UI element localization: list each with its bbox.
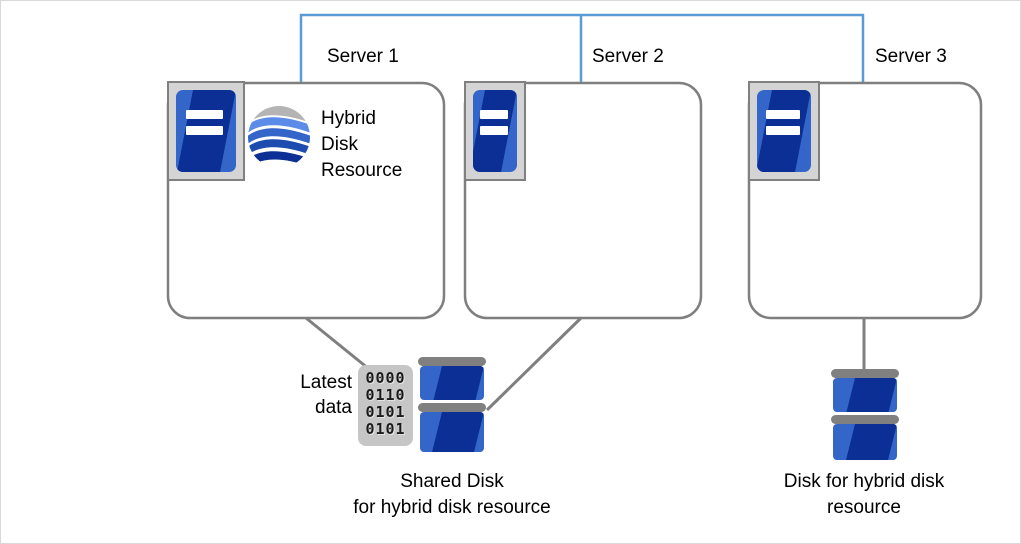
hybrid-disk-caption-line-1: Disk for hybrid disk — [783, 471, 945, 492]
shared-disk-caption-line-2: for hybrid disk resource — [353, 497, 551, 518]
hybrid-disk-resource-label-line-1: Hybrid — [321, 108, 376, 129]
disk-block-lower — [833, 424, 897, 460]
latest-data-label: Latest data — [254, 370, 352, 420]
server-tower-icon — [167, 81, 245, 181]
latest-data-label-line-2: data — [315, 397, 352, 418]
server-2-label: Server 2 — [592, 46, 664, 67]
binary-row: 0101 — [365, 420, 406, 438]
server-tower-icon — [464, 81, 526, 181]
hybrid-disk-caption-line-2: resource — [827, 497, 901, 518]
server-tower-icon-bar-top — [480, 109, 508, 119]
disk-platter-bar-top — [831, 369, 899, 378]
server-3-label: Server 3 — [875, 46, 947, 67]
server-1-label: Server 1 — [327, 46, 399, 67]
server-tower-icon-bar-top — [186, 109, 224, 119]
latest-data-binary-block: 0000 0110 0101 0101 — [358, 365, 413, 446]
server-tower-icon-body — [757, 90, 811, 172]
hybrid-disk-resource-label: Hybrid Disk Resource — [321, 106, 402, 184]
hybrid-disk-resource-label-line-3: Resource — [321, 160, 403, 181]
disk-platter-bar-bottom — [831, 415, 899, 424]
disk-block-shade — [845, 424, 897, 460]
server-tower-icon-body — [176, 90, 236, 172]
disk-block-lower — [420, 412, 484, 452]
server-tower-icon-bar-bottom — [766, 126, 800, 136]
latest-data-label-line-1: Latest — [300, 372, 352, 393]
hybrid-disk-icon — [831, 369, 899, 460]
connector-server2-shared-disk — [485, 316, 583, 412]
connector-server1-shared-disk — [305, 316, 370, 371]
disk-block-shade — [846, 378, 897, 412]
binary-row: 0000 — [365, 369, 406, 387]
disk-platter-bar-bottom — [418, 403, 486, 412]
disk-block-shade — [433, 366, 484, 400]
binary-row: 0110 — [365, 386, 406, 404]
disk-block-upper — [833, 378, 897, 412]
hybrid-disk-resource-globe-icon — [248, 106, 310, 168]
shared-disk-caption-line-1: Shared Disk — [400, 471, 504, 492]
server-tower-icon — [748, 81, 820, 181]
server-tower-icon-body — [473, 90, 517, 172]
server-tower-icon-bar-bottom — [480, 126, 508, 136]
hybrid-disk-resource-label-line-2: Disk — [321, 134, 358, 155]
disk-platter-bar-top — [418, 357, 486, 366]
server-tower-icon-bar-bottom — [186, 126, 224, 136]
disk-block-shade — [431, 412, 484, 452]
hybrid-disk-caption: Disk for hybrid disk resource — [744, 469, 984, 521]
disk-block-upper — [420, 366, 484, 400]
shared-disk-icon — [418, 357, 486, 453]
server-tower-icon-bar-top — [766, 109, 800, 119]
shared-disk-caption: Shared Disk for hybrid disk resource — [312, 469, 592, 521]
binary-row: 0101 — [365, 403, 406, 421]
